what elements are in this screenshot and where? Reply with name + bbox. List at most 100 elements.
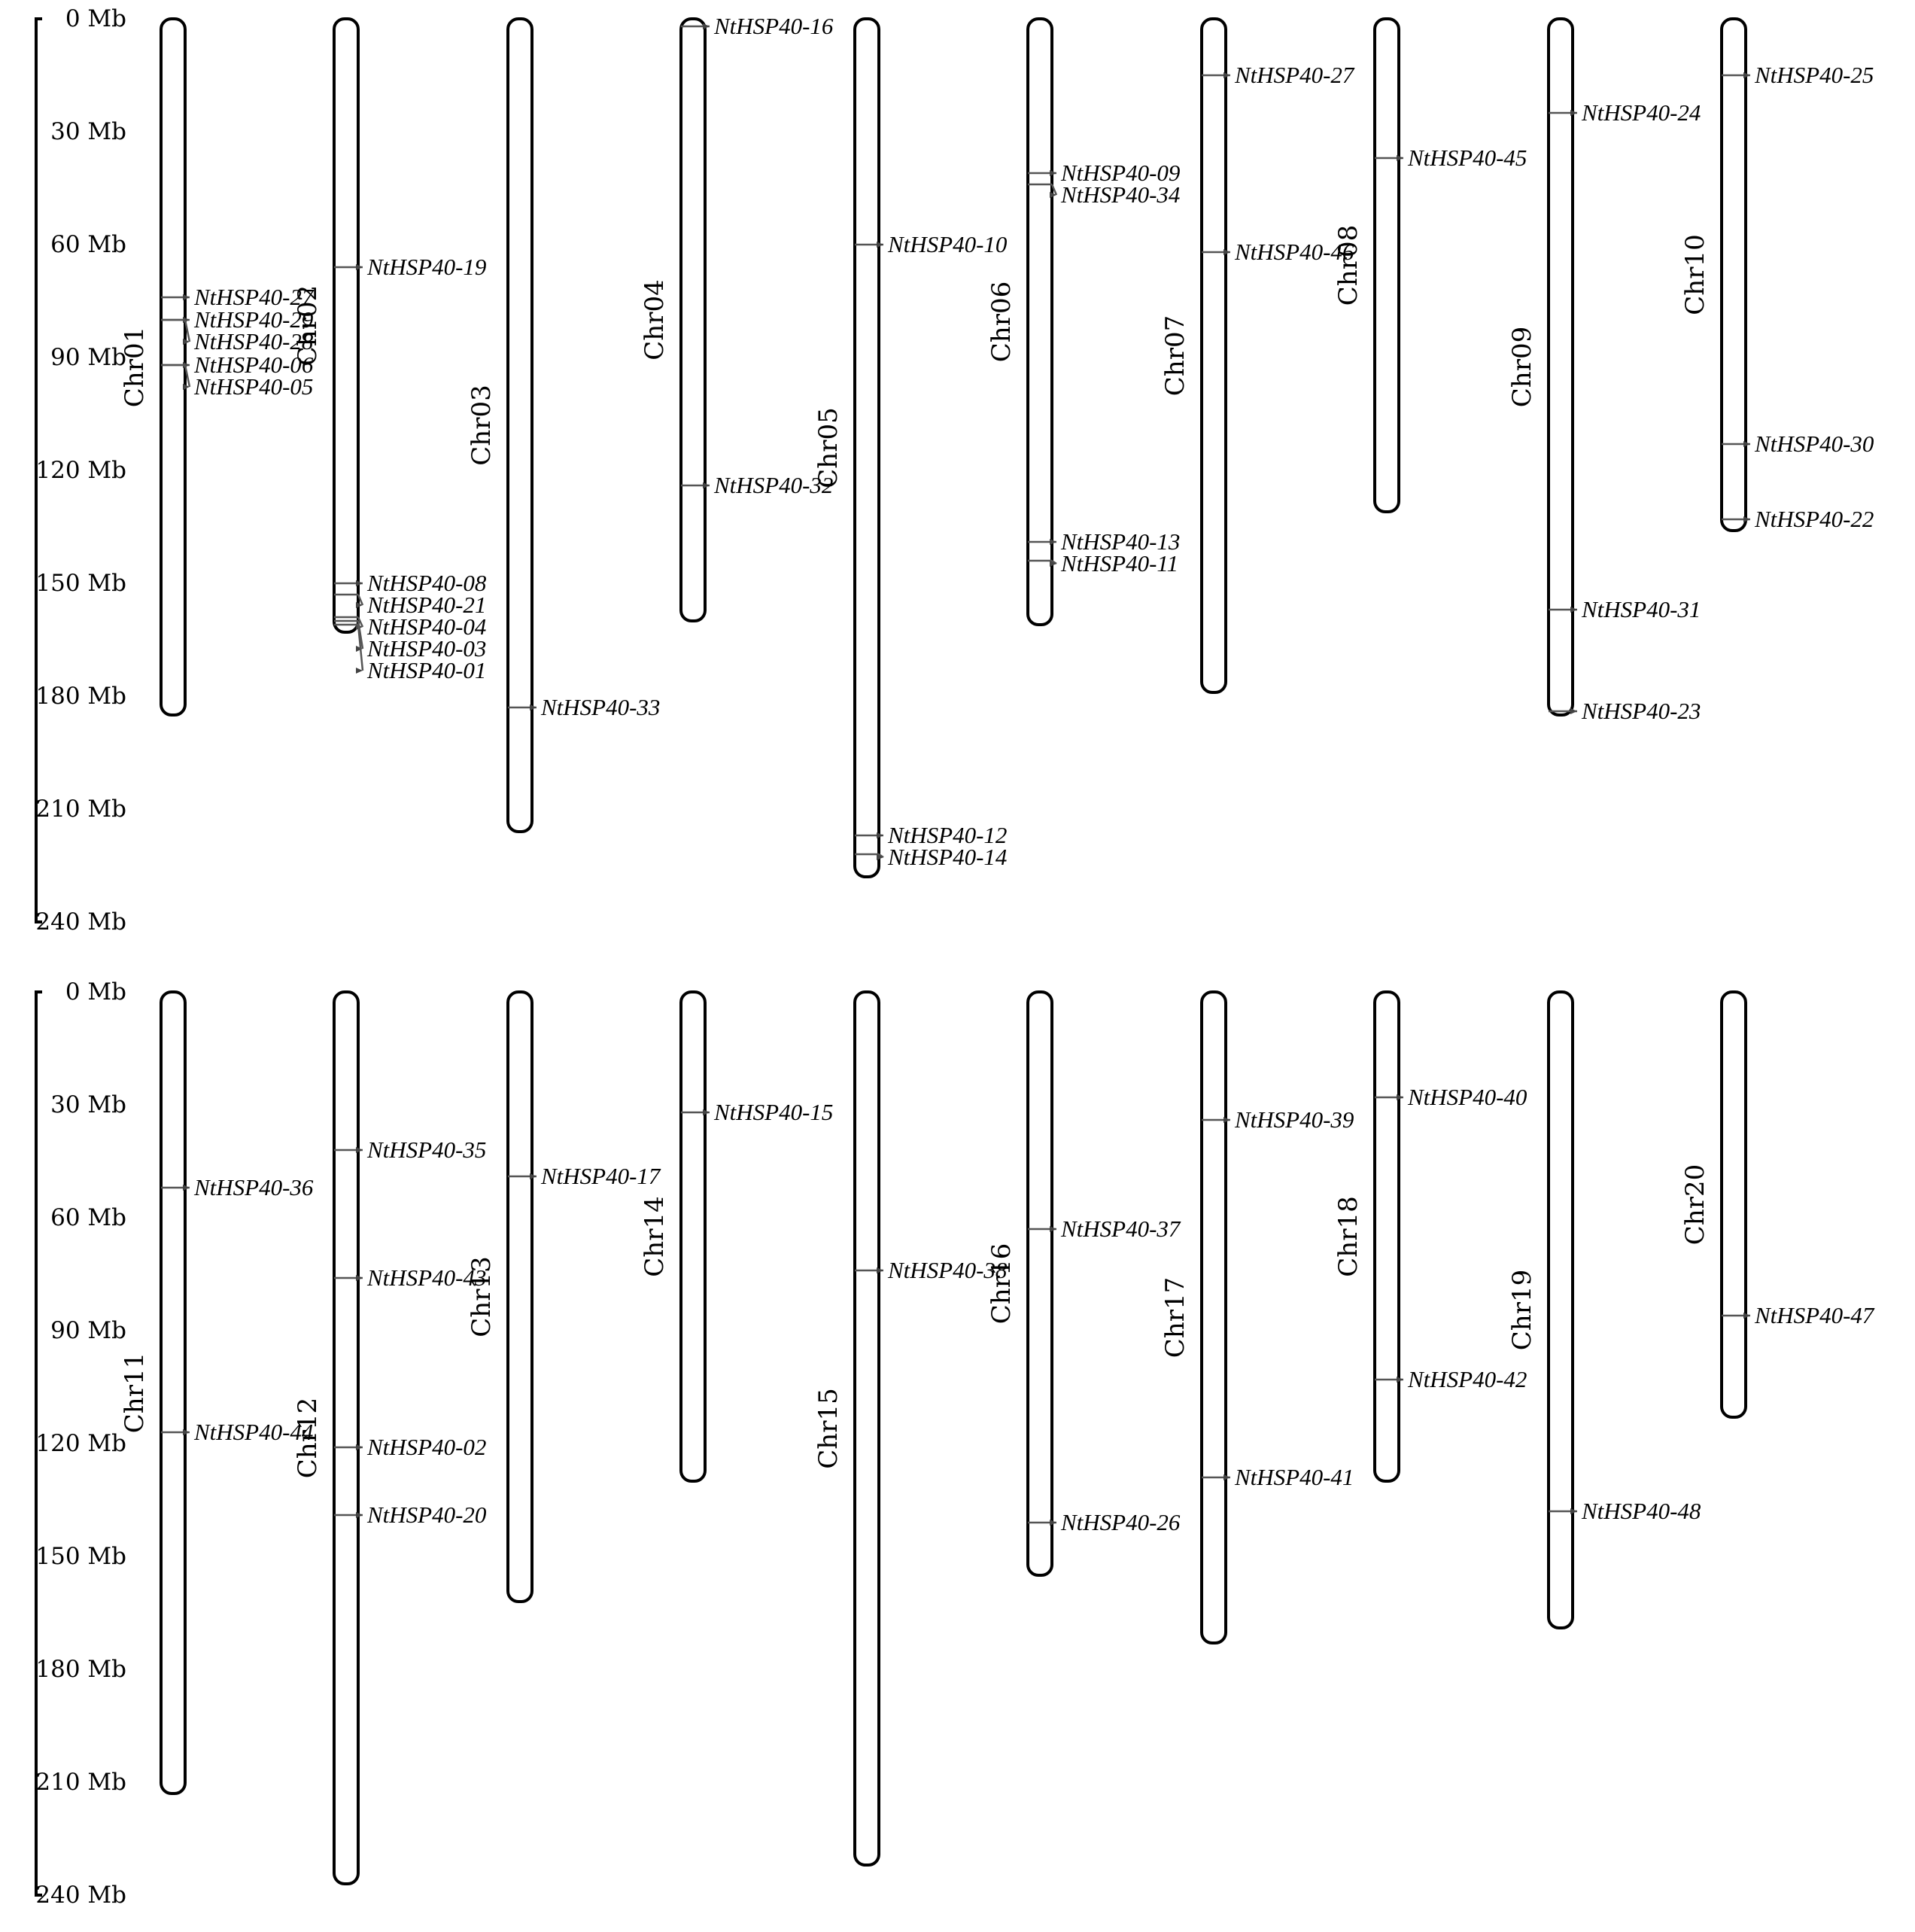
gene-label: NtHSP40-02 — [366, 1434, 486, 1460]
gene-label: NtHSP40-47 — [1754, 1302, 1875, 1328]
scale-tick-label: 90 Mb — [50, 344, 126, 371]
gene-marker: NtHSP40-42 — [1375, 1366, 1527, 1392]
chromosome-bar — [853, 17, 880, 878]
gene-label: NtHSP40-21 — [366, 592, 486, 618]
gene-arrow-tip — [877, 832, 883, 838]
gene-connector — [1050, 184, 1058, 196]
scale-tick-label: 210 Mb — [35, 1769, 126, 1796]
gene-arrow-tip — [1397, 155, 1403, 161]
gene-marker: NtHSP40-41 — [1202, 1464, 1354, 1490]
gene-arrow-tip — [1743, 516, 1750, 522]
chromosome-name: Chr05 — [813, 407, 844, 488]
gene-marker: NtHSP40-40 — [1375, 1084, 1527, 1110]
gene-label: NtHSP40-16 — [713, 13, 834, 39]
gene-label: NtHSP40-29 — [193, 306, 313, 333]
scale-tick-label: 240 Mb — [35, 1882, 126, 1909]
chromosome-name: Chr14 — [640, 1196, 670, 1276]
chromosome-bar — [1720, 17, 1747, 532]
gene-marker: NtHSP40-27 — [161, 284, 315, 310]
gene-label: NtHSP40-04 — [366, 613, 486, 640]
scale-tick-label: 30 Mb — [50, 1091, 126, 1118]
gene-arrow-tip — [1050, 539, 1056, 545]
gene-marker: NtHSP40-45 — [1375, 145, 1527, 171]
gene-marker: NtHSP40-33 — [508, 694, 660, 720]
gene-label: NtHSP40-39 — [1234, 1106, 1354, 1133]
chromosome-name: Chr04 — [640, 279, 670, 360]
chromosome-name: Chr15 — [813, 1388, 844, 1468]
gene-label: NtHSP40-32 — [713, 472, 833, 498]
gene-marker: NtHSP40-25 — [1722, 62, 1874, 88]
gene-arrow-tip — [183, 339, 190, 345]
gene-label: NtHSP40-34 — [1060, 181, 1180, 208]
gene-label: NtHSP40-26 — [1060, 1509, 1181, 1535]
chromosome-bar — [506, 17, 533, 833]
gene-label: NtHSP40-48 — [1581, 1498, 1701, 1524]
scale-tick-label: 90 Mb — [50, 1317, 126, 1344]
gene-marker: NtHSP40-13 — [1028, 528, 1180, 555]
chromosome-bar — [160, 17, 187, 717]
gene-marker: NtHSP40-23 — [1549, 698, 1701, 724]
gene-arrow-tip — [530, 704, 537, 710]
gene-marker: NtHSP40-20 — [334, 1501, 487, 1528]
gene-label: NtHSP40-42 — [1407, 1366, 1527, 1392]
gene-arrow-tip — [1050, 192, 1056, 198]
gene-arrow-tip — [1570, 1508, 1577, 1514]
gene-arrow-tip — [703, 23, 710, 29]
gene-marker: NtHSP40-32 — [681, 472, 833, 498]
gene-arrow-tip — [356, 1444, 363, 1450]
gene-connector — [357, 624, 364, 671]
gene-arrow-tip — [877, 854, 883, 860]
chromosome-bar — [1200, 990, 1227, 1644]
chromosome-name: Chr12 — [293, 1398, 323, 1478]
gene-marker: NtHSP40-14 — [855, 844, 1007, 870]
gene-marker: NtHSP40-46 — [1202, 239, 1354, 265]
gene-label: NtHSP40-03 — [366, 635, 486, 662]
chromosome-name: Chr11 — [120, 1352, 150, 1433]
gene-label: NtHSP40-12 — [887, 822, 1007, 848]
gene-label: NtHSP40-46 — [1234, 239, 1354, 265]
scale-axis-line — [35, 17, 42, 923]
gene-label: NtHSP40-08 — [366, 570, 487, 596]
gene-arrow-tip — [356, 1147, 363, 1153]
gene-marker: NtHSP40-29 — [161, 306, 313, 333]
gene-label: NtHSP40-23 — [1581, 698, 1701, 724]
chromosome-chr01: Chr01NtHSP40-27NtHSP40-29NtHSP40-28NtHSP… — [120, 17, 315, 717]
gene-arrow-tip — [1570, 110, 1577, 116]
gene-marker: NtHSP40-10 — [855, 231, 1008, 257]
gene-label: NtHSP40-31 — [1581, 596, 1701, 622]
gene-arrow-tip — [1050, 561, 1056, 567]
scale-tick-label: 30 Mb — [50, 118, 126, 145]
gene-arrow-tip — [703, 482, 710, 488]
gene-marker: NtHSP40-02 — [334, 1434, 486, 1460]
gene-marker: NtHSP40-36 — [161, 1174, 314, 1200]
gene-label: NtHSP40-40 — [1407, 1084, 1527, 1110]
chromosome-bar — [679, 17, 707, 622]
gene-label: NtHSP40-14 — [887, 844, 1007, 870]
gene-arrow-tip — [356, 1512, 363, 1518]
scale-tick-label: 0 Mb — [65, 5, 126, 32]
gene-arrow-tip — [1050, 1226, 1056, 1232]
gene-label: NtHSP40-44 — [193, 1419, 313, 1445]
gene-arrow-tip — [356, 646, 363, 652]
chromosome-chr02: Chr02NtHSP40-19NtHSP40-08NtHSP40-21NtHSP… — [293, 17, 487, 683]
chromosome-name: Chr06 — [986, 281, 1017, 362]
scale-tick-label: 180 Mb — [35, 683, 126, 710]
gene-arrow-tip — [877, 1267, 883, 1273]
gene-connector — [184, 319, 191, 342]
gene-label: NtHSP40-24 — [1581, 99, 1701, 126]
gene-marker: NtHSP40-24 — [1549, 99, 1701, 126]
gene-arrow-tip — [530, 1173, 537, 1179]
chromosome-bar — [1026, 990, 1053, 1577]
gene-arrow-tip — [1570, 607, 1577, 613]
gene-marker: NtHSP40-19 — [334, 254, 486, 280]
gene-label: NtHSP40-01 — [366, 657, 486, 683]
chromosome-bar — [1373, 990, 1400, 1483]
chromosome-name: Chr17 — [1160, 1277, 1190, 1358]
